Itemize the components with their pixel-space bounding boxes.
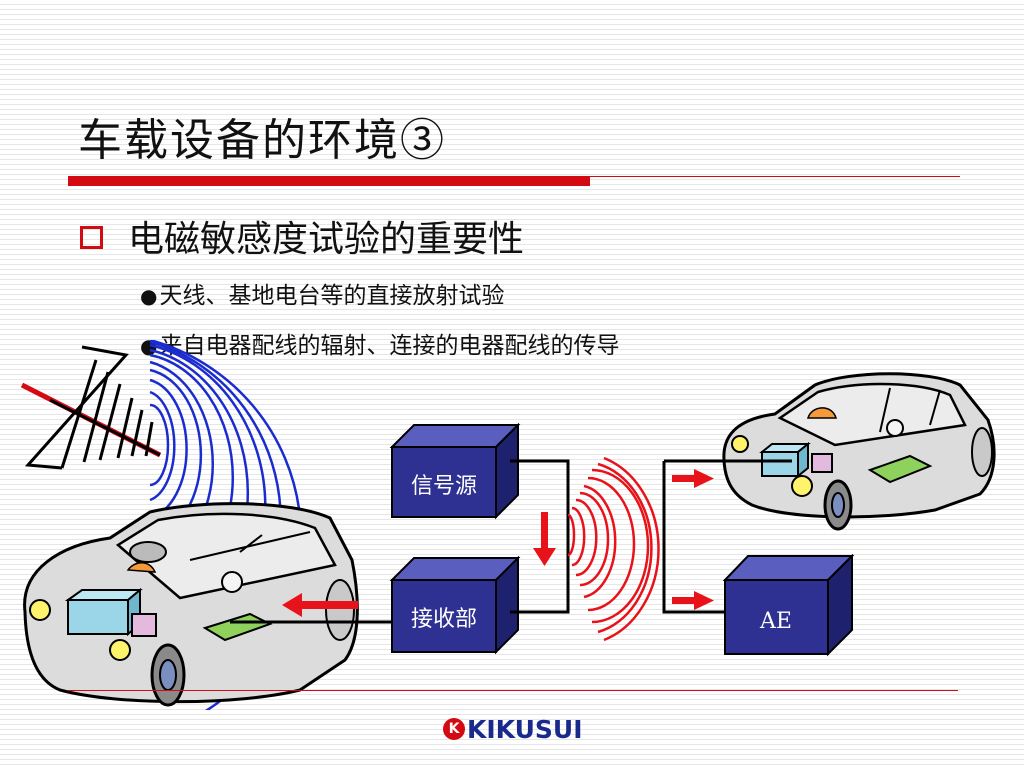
main-bullet-text: 电磁敏感度试验的重要性 <box>128 219 525 260</box>
ae-box: AE <box>722 553 855 657</box>
arrow-right-icon-top <box>672 469 714 488</box>
sub-bullet-2: ●来自电器配线的辐射、连接的电器配线的传导 <box>140 326 619 360</box>
radiation-waves-red <box>567 456 660 642</box>
connection-wires <box>230 459 792 624</box>
title-underline-thin <box>590 176 960 177</box>
antenna-icon <box>20 345 162 470</box>
sub-bullet-2-text: 来自电器配线的辐射、连接的电器配线的传导 <box>159 333 620 359</box>
sub-bullet-1-text: 天线、基地电台等的直接放射试验 <box>159 283 505 309</box>
signal-arrows <box>282 469 714 617</box>
title-underline <box>68 176 590 186</box>
kikusui-logo: K KIKUSUI <box>443 714 583 744</box>
dot-bullet-icon: ● <box>140 284 158 308</box>
emc-test-diagram: 信号源 接收部 AE <box>20 340 996 710</box>
car-right-illustration <box>722 372 996 531</box>
kikusui-logo-mark-icon: K <box>443 718 465 740</box>
square-bullet-icon <box>80 226 103 249</box>
footer-rule <box>68 690 958 691</box>
arrow-down-icon <box>533 512 556 566</box>
kikusui-logo-text: KIKUSUI <box>467 714 583 744</box>
signal-source-box: 信号源 <box>389 422 521 520</box>
receiver-label: 接收部 <box>411 607 477 632</box>
slide-title: 车载设备的环境③ <box>78 115 446 166</box>
ae-label: AE <box>759 609 792 634</box>
signal-source-label: 信号源 <box>411 474 477 499</box>
receiver-box: 接收部 <box>389 555 521 655</box>
sub-bullet-1: ●天线、基地电台等的直接放射试验 <box>140 276 504 310</box>
arrow-left-icon <box>282 593 358 617</box>
arrow-right-icon-bottom <box>672 591 714 610</box>
